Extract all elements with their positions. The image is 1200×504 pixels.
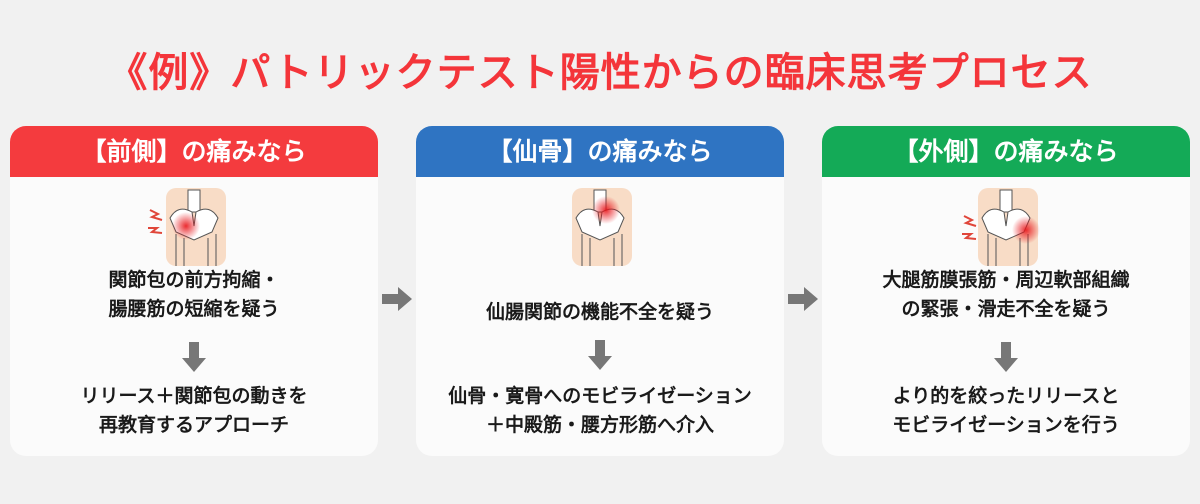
card-lateral: 【外側】の痛みなら 大腿筋膜張筋・周辺軟部組織の緊張・滑走不全を疑うより的を絞っ…: [822, 126, 1190, 456]
finding-line: 仙腸関節の機能不全を疑う: [485, 301, 714, 323]
right-arrow-icon: [382, 287, 412, 311]
action-line: ＋中殿筋・腰方形筋へ介入: [485, 414, 714, 436]
finding-line: の緊張・滑走不全を疑う: [901, 298, 1111, 320]
pelvis-illustration-icon: [148, 188, 226, 266]
suspected-finding: 大腿筋膜張筋・周辺軟部組織の緊張・滑走不全を疑う: [822, 266, 1190, 324]
finding-line: 大腿筋膜張筋・周辺軟部組織: [882, 269, 1130, 291]
down-arrow-icon: [588, 340, 612, 370]
card-sacral: 【仙骨】の痛みなら 仙腸関節の機能不全を疑う仙骨・寛骨へのモビライゼーション ＋中…: [416, 126, 784, 456]
card-header: 【外側】の痛みなら: [822, 126, 1190, 177]
recommended-action: より的を絞ったリリースとモビライゼーションを行う: [822, 382, 1190, 440]
recommended-action: 仙骨・寛骨へのモビライゼーション ＋中殿筋・腰方形筋へ介入: [416, 382, 784, 440]
suspected-finding: 仙腸関節の機能不全を疑う: [416, 298, 784, 327]
action-line: リリース＋関節包の動きを: [80, 385, 308, 407]
finding-line: 関節包の前方拘縮・: [108, 269, 280, 291]
finding-line: 腸腰筋の短縮を疑う: [108, 298, 280, 320]
page-title: 《例》パトリックテスト陽性からの臨床思考プロセス: [107, 50, 1093, 96]
action-line: 再教育するアプローチ: [98, 414, 289, 436]
pelvis-illustration-icon: [572, 188, 632, 266]
down-arrow-icon: [182, 342, 206, 372]
right-arrow-icon: [788, 287, 818, 311]
card-header: 【前側】の痛みなら: [10, 126, 378, 177]
card-anterior: 【前側】の痛みなら 関節包の前方拘縮・腸腰筋の短縮を疑うリリース＋関節包の動きを…: [10, 126, 378, 456]
down-arrow-icon: [994, 342, 1018, 372]
action-line: モビライゼーションを行う: [892, 414, 1120, 436]
recommended-action: リリース＋関節包の動きを再教育するアプローチ: [10, 382, 378, 440]
action-line: より的を絞ったリリースと: [892, 385, 1120, 407]
action-line: 仙骨・寛骨へのモビライゼーション: [448, 385, 752, 407]
card-header: 【仙骨】の痛みなら: [416, 126, 784, 177]
pelvis-illustration-icon: [962, 188, 1040, 266]
suspected-finding: 関節包の前方拘縮・腸腰筋の短縮を疑う: [10, 266, 378, 324]
